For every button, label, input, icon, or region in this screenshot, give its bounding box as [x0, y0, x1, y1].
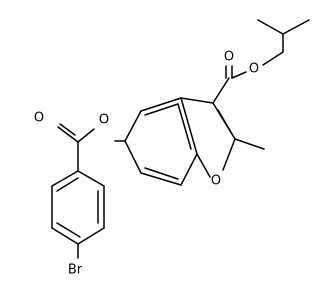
atom-label-oxygen: O: [34, 111, 44, 126]
bond: [140, 97, 182, 112]
bond: [222, 138, 236, 171]
atom-label-oxygen: O: [211, 174, 221, 189]
benzoate-ester-group: [57, 123, 126, 172]
bond: [124, 140, 142, 174]
bond: [180, 97, 214, 104]
bond: [77, 128, 95, 143]
bond: [196, 153, 211, 178]
bond: [77, 170, 105, 187]
bond: [59, 123, 76, 136]
atom-label-oxygen: O: [99, 113, 109, 128]
bond: [177, 103, 192, 150]
bond: [144, 167, 179, 180]
atom-label-oxygen: O: [249, 62, 259, 77]
bond: [212, 77, 230, 104]
bond: [217, 109, 233, 135]
bond: [77, 227, 105, 245]
atom-label-oxygen: O: [224, 50, 234, 65]
bond: [56, 177, 79, 192]
bond: [144, 103, 179, 116]
bond: [257, 19, 284, 35]
bond: [180, 153, 198, 186]
bond: [140, 172, 182, 186]
bond: [234, 138, 265, 150]
bond: [124, 110, 142, 142]
bond: [57, 126, 79, 143]
bond: [51, 227, 79, 245]
isopropyl-group: [257, 19, 310, 66]
benzene-ring-fused: [124, 97, 198, 186]
bond: [56, 222, 81, 238]
bond: [51, 170, 79, 187]
bond: [282, 19, 310, 35]
isopropyl-ester-group: [212, 65, 247, 104]
bond: [262, 51, 284, 66]
atom-label-bromine: Br: [68, 263, 83, 278]
bromophenyl-ring: [51, 170, 105, 259]
bond: [180, 97, 198, 155]
bond: [231, 71, 247, 79]
furan-ring: [180, 97, 265, 178]
